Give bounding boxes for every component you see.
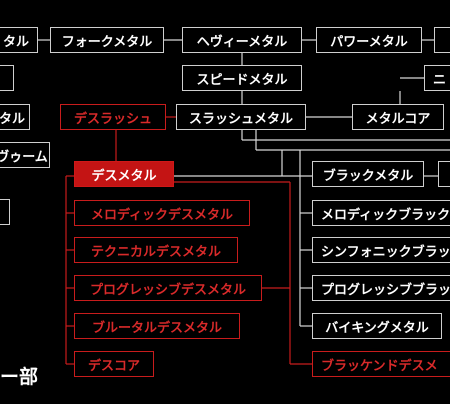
node-progressive-black: プログレッシブブラッ xyxy=(312,275,450,301)
node-death-metal: デスメタル xyxy=(74,161,174,187)
node-deathcore: デスコア xyxy=(74,351,154,377)
node-death-thrash: デスラッシュ xyxy=(60,104,166,130)
node-blackened-death: ブラッケンドデスメ xyxy=(312,351,450,377)
node-viking-metal: バイキングメタル xyxy=(312,313,442,339)
node-brutal-death: ブルータルデスメタル xyxy=(74,313,240,339)
node-partial-left-row2 xyxy=(0,65,14,91)
node-folk-metal: フォークメタル xyxy=(50,27,164,53)
node-partial-right-row1 xyxy=(434,27,450,53)
node-speed-metal: スピードメタル xyxy=(182,65,302,91)
node-progressive-death: プログレッシブデスメタル xyxy=(74,275,262,301)
footer-partial-text: ー部 xyxy=(0,366,39,388)
node-melodic-black: メロディックブラック xyxy=(312,200,450,226)
node-partial-left-row3: タル xyxy=(0,104,30,130)
node-melodic-death: メロディックデスメタル xyxy=(74,200,250,226)
node-black-metal: ブラックメタル xyxy=(312,161,424,187)
node-power-metal: パワーメタル xyxy=(316,27,422,53)
node-partial-left-row4: ヴゥーム xyxy=(0,142,50,168)
node-partial-right-row5 xyxy=(438,161,450,187)
node-heavy-metal: ヘヴィーメタル xyxy=(182,27,302,53)
node-partial-left-row1: タル xyxy=(0,27,38,53)
node-technical-death: テクニカルデスメタル xyxy=(74,237,238,263)
node-partial-left-row5 xyxy=(0,199,10,225)
node-partial-right-row2: ニ xyxy=(424,65,450,91)
node-thrash-metal: スラッシュメタル xyxy=(176,104,306,130)
node-symphonic-black: シンフォニックブラッ xyxy=(312,237,450,263)
node-metalcore: メタルコア xyxy=(352,104,444,130)
